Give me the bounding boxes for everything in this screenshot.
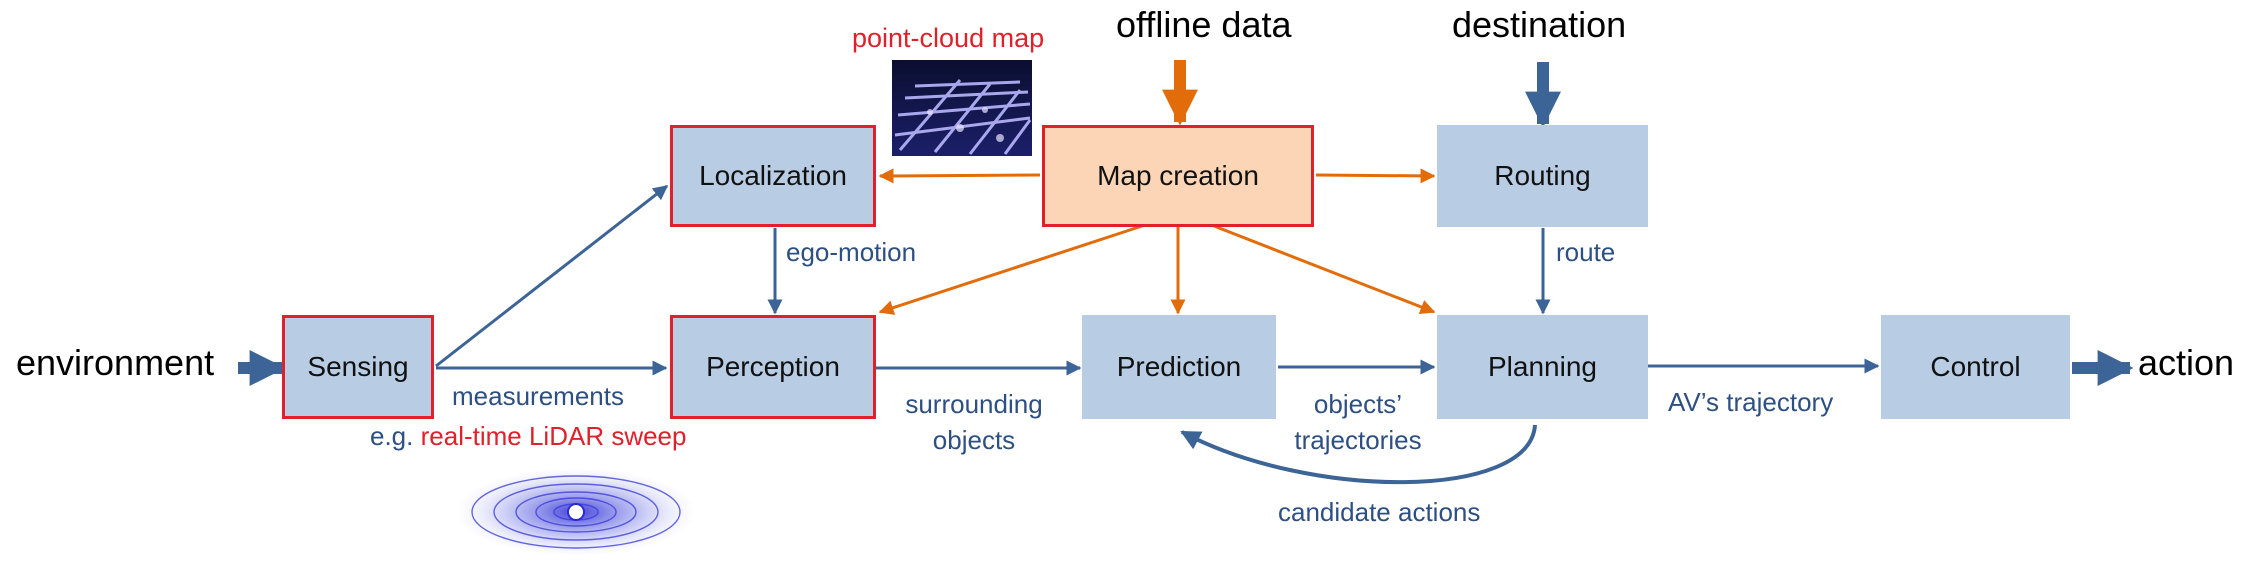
map-creation-box: Map creation xyxy=(1042,125,1314,227)
lidar-example-label: e.g. real-time LiDAR sweep xyxy=(370,418,686,454)
prediction-label: Prediction xyxy=(1116,351,1242,382)
route-label: route xyxy=(1556,237,1616,267)
objects-traj-line1: objects’ xyxy=(1313,389,1403,419)
objects-traj-line2: trajectories xyxy=(1294,425,1422,455)
surrounding-line2: objects xyxy=(932,425,1016,455)
offline-data-label: offline data xyxy=(1116,4,1292,45)
point-cloud-map-caption: point-cloud map xyxy=(852,23,1045,53)
action-label: action xyxy=(2138,342,2235,383)
map-to-routing-arrow xyxy=(1315,168,1436,184)
lidar-sweep-image xyxy=(456,468,696,556)
eg-prefix: e.g. xyxy=(370,421,414,451)
map-to-perception-arrow xyxy=(878,224,1143,315)
sensing-box: Sensing xyxy=(282,315,434,419)
localization-box: Localization xyxy=(670,125,876,227)
candidate-actions-label: candidate actions xyxy=(1278,497,1481,527)
map-to-localization-arrow xyxy=(878,168,1041,184)
localization-label: Localization xyxy=(699,160,847,191)
map-creation-label: Map creation xyxy=(1097,160,1259,191)
control-box: Control xyxy=(1881,315,2070,419)
candidate-actions-feedback-arrow xyxy=(1180,424,1537,485)
control-label: Control xyxy=(1930,351,2021,382)
ego-motion-label: ego-motion xyxy=(786,237,917,267)
point-cloud-map-image xyxy=(892,60,1032,156)
blue-flow-arrows xyxy=(435,184,1880,485)
objects-trajectories-label: objects’ trajectories xyxy=(1272,386,1444,458)
perception-label: Perception xyxy=(706,351,840,382)
orange-map-arrows xyxy=(878,168,1436,315)
map-to-planning-arrow xyxy=(1213,224,1436,315)
surrounding-objects-label: surrounding objects xyxy=(888,386,1060,458)
lidar-sweep-caption: real-time LiDAR sweep xyxy=(420,421,687,451)
sensing-label: Sensing xyxy=(307,351,409,382)
planning-box: Planning xyxy=(1437,315,1648,419)
input-arrows xyxy=(238,60,2134,386)
av-trajectory-label: AV’s trajectory xyxy=(1668,387,1834,417)
surrounding-line1: surrounding xyxy=(905,389,1043,419)
measurements-label: measurements xyxy=(452,381,624,411)
routing-label: Routing xyxy=(1494,160,1591,191)
environment-label: environment xyxy=(16,342,215,383)
routing-box: Routing xyxy=(1437,125,1648,227)
destination-label: destination xyxy=(1452,4,1627,45)
perception-box: Perception xyxy=(670,315,876,419)
sensing-to-localization-arrow xyxy=(435,184,669,368)
planning-label: Planning xyxy=(1488,351,1597,382)
prediction-box: Prediction xyxy=(1082,315,1276,419)
